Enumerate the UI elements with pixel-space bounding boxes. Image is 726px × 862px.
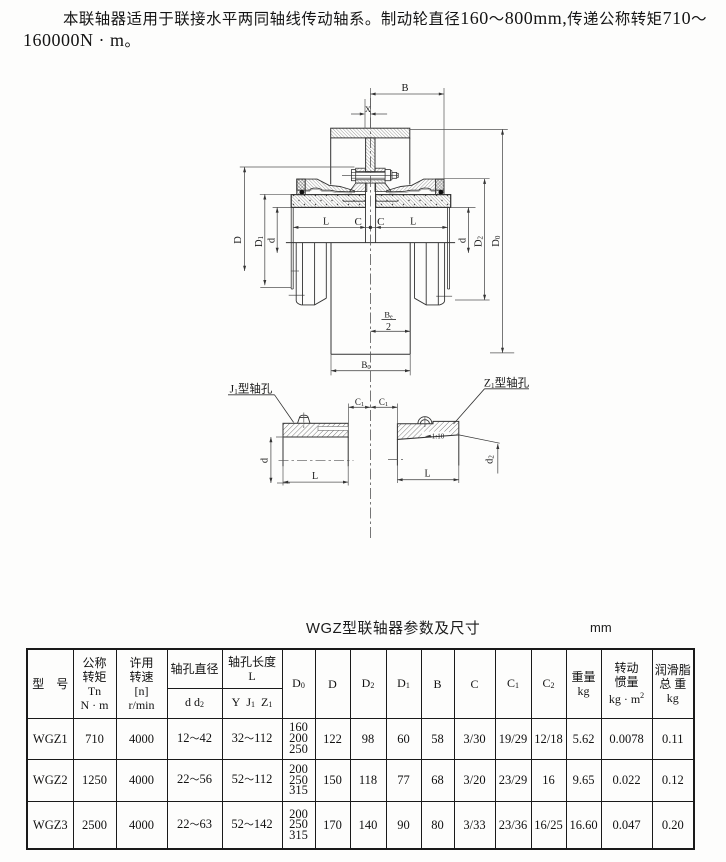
svg-text:L: L — [312, 471, 318, 482]
svg-text:C: C — [355, 216, 362, 228]
svg-text:L: L — [424, 469, 430, 480]
svg-text:d: d — [260, 457, 271, 463]
svg-text:Z1型轴孔: Z1型轴孔 — [484, 376, 530, 391]
svg-text:d2: d2 — [485, 455, 496, 464]
svg-text:X: X — [365, 104, 371, 114]
svg-text:J1型轴孔: J1型轴孔 — [230, 382, 273, 397]
svg-text:C1: C1 — [355, 397, 364, 408]
svg-text:d: d — [267, 237, 278, 243]
svg-text:d: d — [458, 237, 469, 243]
svg-text:B0: B0 — [361, 360, 370, 371]
svg-text:D1: D1 — [254, 235, 265, 247]
svg-text:L: L — [323, 217, 329, 228]
svg-text:2: 2 — [386, 322, 391, 333]
svg-text:D0: D0 — [491, 235, 502, 247]
svg-text:L: L — [410, 217, 416, 228]
svg-text:D2: D2 — [474, 235, 485, 247]
svg-text:B: B — [401, 83, 408, 94]
svg-text:Be: Be — [384, 310, 393, 321]
svg-text:D: D — [233, 236, 244, 244]
svg-text:1:10: 1:10 — [432, 432, 445, 440]
svg-text:C: C — [377, 216, 384, 228]
svg-text:C1: C1 — [379, 397, 388, 408]
